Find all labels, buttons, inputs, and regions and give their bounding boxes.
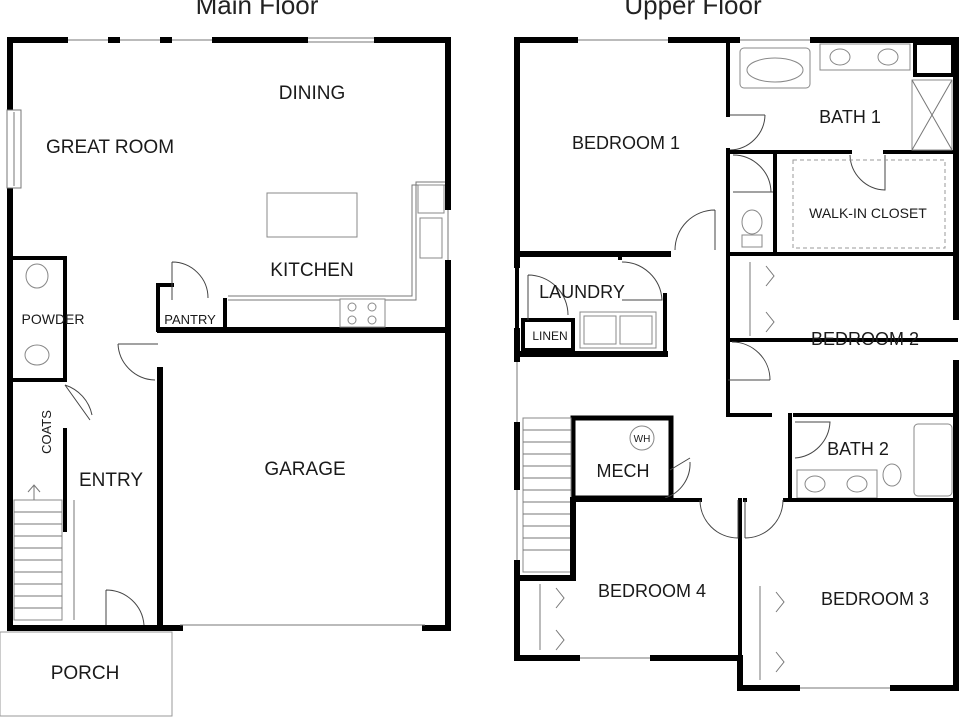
water-heater: [629, 425, 655, 451]
room-great-room: GREAT ROOM: [46, 137, 174, 158]
upper-floor-plan: [514, 37, 959, 691]
room-porch: PORCH: [51, 663, 120, 684]
upper-floor-title: Upper Floor: [624, 0, 762, 20]
upper-stairs: [522, 417, 572, 573]
coats-door: [64, 384, 93, 421]
room-linen: LINEN: [532, 329, 567, 343]
bedroom3-door: [744, 499, 784, 539]
water-heater-label: WH: [634, 434, 651, 445]
main-outer-wall-left: [7, 37, 163, 631]
linen-door: [527, 274, 569, 320]
laundry-door: [621, 261, 663, 301]
room-laundry: LAUNDRY: [539, 282, 625, 302]
room-bedroom-2: BEDROOM 2: [811, 329, 919, 349]
room-pantry: PANTRY: [164, 312, 216, 327]
bath2-tub: [913, 423, 953, 497]
porch-outline: [0, 631, 173, 717]
pantry-door: [171, 261, 209, 300]
walkin-door: [849, 154, 886, 191]
bedroom4-door: [699, 499, 739, 539]
main-floor-plan: [0, 37, 451, 717]
room-bath-1: BATH 1: [819, 107, 881, 127]
room-dining: DINING: [279, 83, 346, 104]
mech-door: [664, 457, 691, 499]
room-bath-2: BATH 2: [827, 439, 889, 459]
bath2-door: [794, 421, 831, 459]
bedroom2-door: [728, 341, 771, 381]
main-stairs: [13, 484, 75, 621]
linen-closet: [521, 318, 575, 352]
room-bedroom-4: BEDROOM 4: [598, 581, 706, 601]
bedroom1-door: [729, 114, 766, 151]
kitchen-island: [266, 192, 358, 238]
front-door: [105, 589, 145, 626]
mech-room-walls: [570, 415, 674, 501]
room-entry: ENTRY: [79, 470, 143, 491]
bath1-door: [732, 154, 773, 193]
room-kitchen: KITCHEN: [270, 260, 353, 281]
powder-walls: [8, 256, 67, 382]
room-walk-in-closet: WALK-IN CLOSET: [809, 205, 927, 221]
room-bedroom-3: BEDROOM 3: [821, 589, 929, 609]
room-garage: GARAGE: [264, 459, 345, 480]
room-mech: MECH: [597, 461, 650, 481]
main-floor-title: Main Floor: [196, 0, 319, 20]
room-bedroom-1: BEDROOM 1: [572, 133, 680, 153]
hall-door: [674, 209, 716, 251]
room-powder: POWDER: [22, 311, 85, 327]
garage-entry-door: [117, 343, 158, 381]
room-coats: COATS: [39, 410, 54, 454]
pantry-walls: [156, 283, 227, 332]
